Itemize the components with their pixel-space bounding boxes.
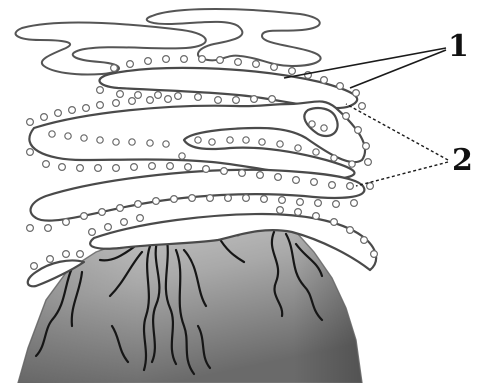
nucleus <box>18 222 362 383</box>
label-2: 2 <box>452 143 473 178</box>
nucleus-shading <box>18 222 362 383</box>
leader-line-1b <box>350 50 446 88</box>
label-1: 1 <box>448 29 469 64</box>
